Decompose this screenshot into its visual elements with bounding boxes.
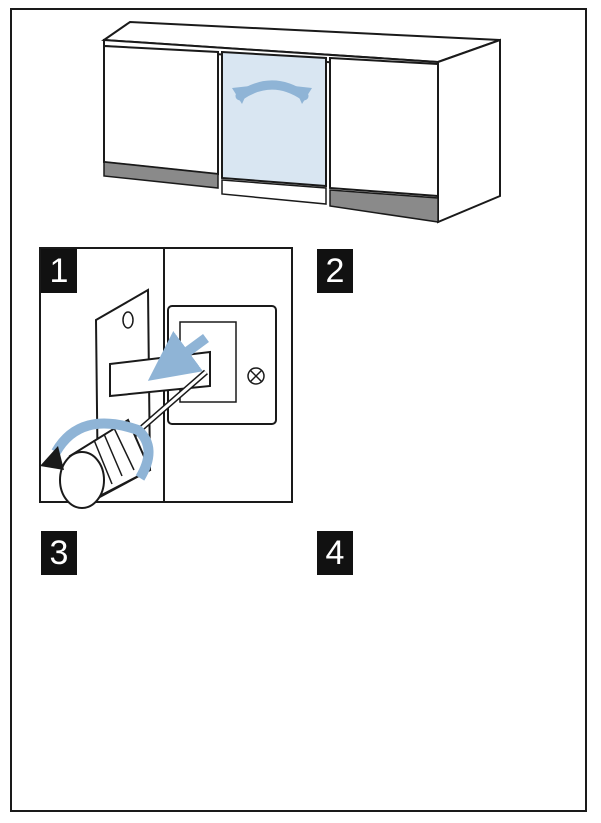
plinth-middle xyxy=(221,179,327,205)
step-4-badge: 4 xyxy=(317,531,353,575)
step-3-badge: 3 xyxy=(41,531,77,575)
middle-door-panel xyxy=(221,50,327,188)
step-2-badge: 2 xyxy=(317,249,353,293)
step-1-panel xyxy=(39,247,293,509)
plinth-left xyxy=(103,161,219,189)
plinth-right xyxy=(329,189,439,223)
left-door xyxy=(103,44,219,176)
cabinet-illustration xyxy=(101,20,501,224)
step-1-badge: 1 xyxy=(41,249,77,293)
right-door xyxy=(329,56,439,198)
